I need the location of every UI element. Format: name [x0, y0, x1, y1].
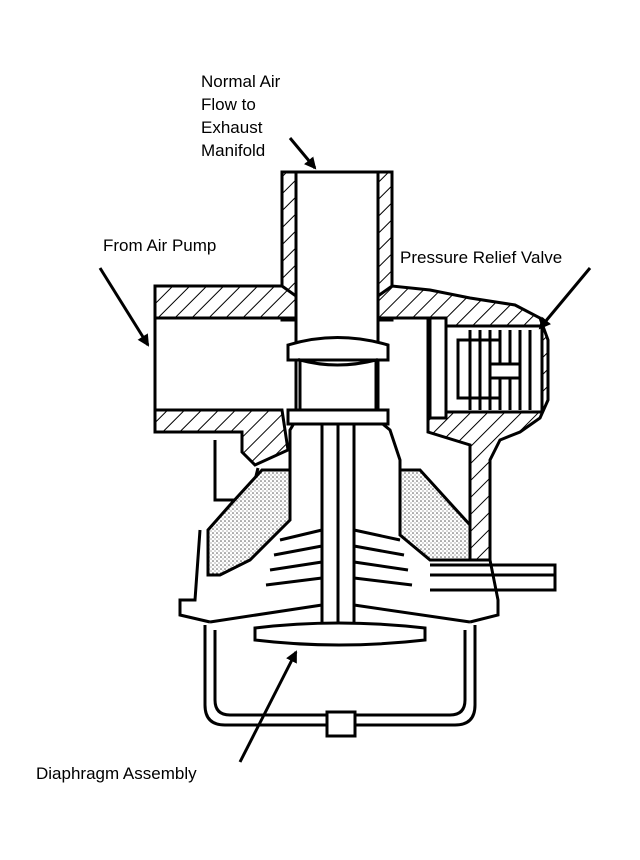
lower-cup: [203, 625, 477, 738]
diaphragm-plate: [253, 621, 427, 647]
label-line: Flow to: [201, 95, 256, 114]
pressure-relief-valve: [428, 316, 544, 420]
label-normal-air-flow: Normal Air Flow to Exhaust Manifold: [201, 70, 280, 162]
label-diaphragm-assembly: Diaphragm Assembly: [36, 764, 197, 783]
leader-arrows: [98, 137, 592, 763]
arrow-diaphragm: [238, 650, 298, 763]
label-line: Exhaust: [201, 118, 263, 137]
label-line: Manifold: [201, 141, 266, 160]
upper-housing: [178, 529, 500, 624]
arrow-from-pump: [98, 267, 150, 347]
seal-material: [206, 468, 472, 577]
label-pressure-relief-valve: Pressure Relief Valve: [400, 248, 563, 267]
arrow-normal-air: [288, 137, 317, 170]
label-line: Normal Air: [201, 72, 281, 91]
outlet-tube: [280, 170, 394, 322]
valve-stem: [320, 422, 356, 632]
arrow-relief: [538, 267, 592, 330]
diaphragm-spring: [265, 528, 413, 587]
diverter-spool: [286, 336, 390, 426]
label-from-air-pump: From Air Pump: [103, 236, 217, 255]
